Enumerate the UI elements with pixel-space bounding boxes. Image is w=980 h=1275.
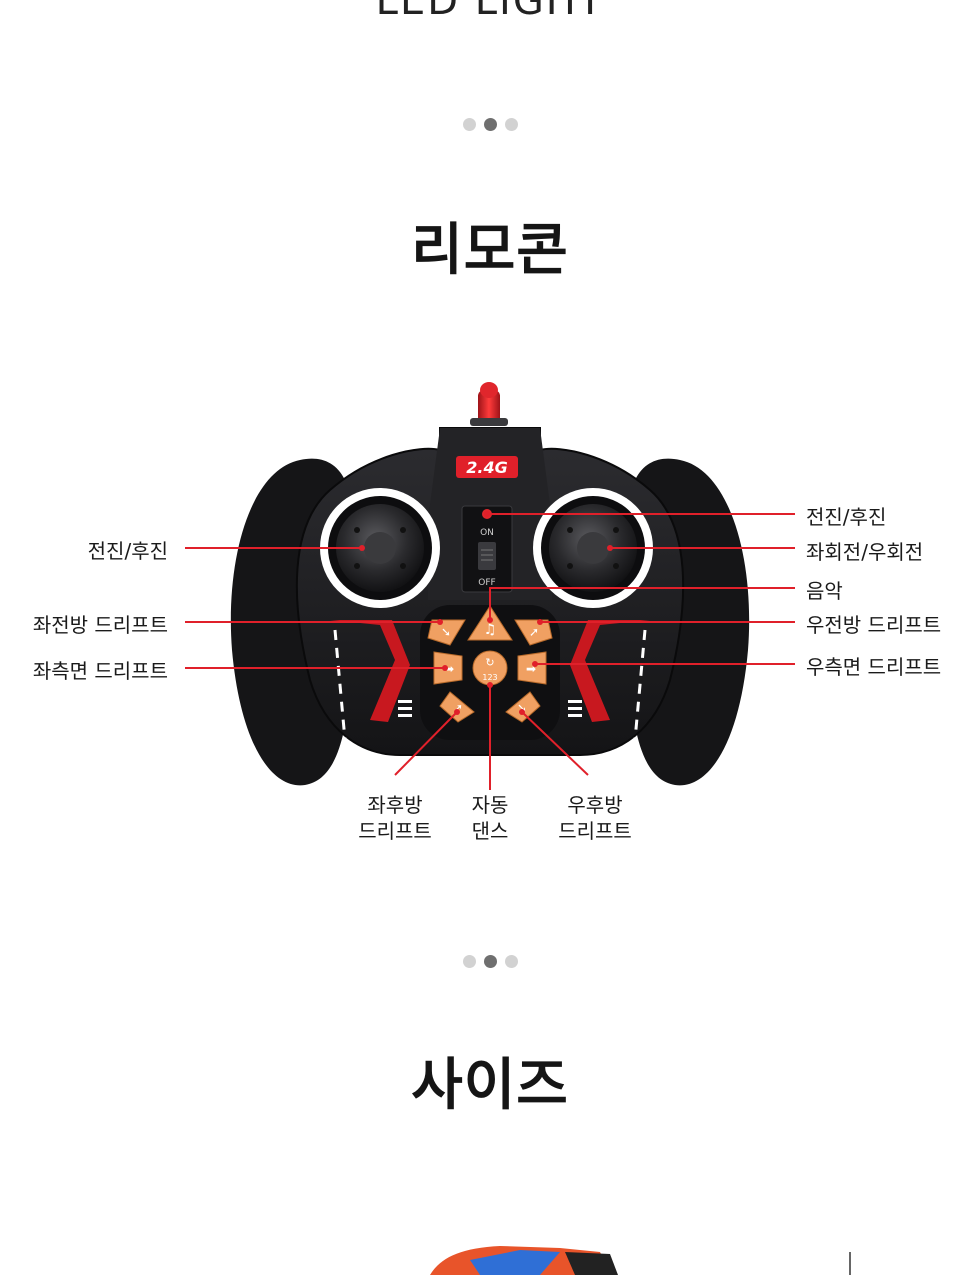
- frequency-badge: 2.4G: [456, 456, 518, 478]
- left-front-drift-button[interactable]: ➘: [427, 619, 466, 646]
- remote-section-title: 리모콘: [411, 218, 569, 283]
- svg-text:➘: ➘: [517, 701, 527, 715]
- carousel-dot[interactable]: [462, 955, 476, 968]
- callout-right-rear-drift: [521, 711, 589, 776]
- switch-slider[interactable]: [478, 542, 496, 570]
- right-joystick[interactable]: [533, 488, 653, 608]
- label-music: 음악: [806, 579, 843, 603]
- carousel-dot-active[interactable]: [483, 118, 497, 131]
- svg-text:➚: ➚: [453, 701, 463, 715]
- auto-dance-button[interactable]: ↻ 123: [472, 650, 508, 686]
- svg-text:↻: ↻: [485, 656, 494, 669]
- label-left-rear-drift: 좌후방 드리프트: [345, 792, 445, 844]
- carousel-dots-bottom: [0, 953, 980, 972]
- label-right-side-drift: 우측면 드리프트: [806, 655, 942, 679]
- label-right-rear-drift-line1: 우후방: [567, 793, 623, 817]
- antenna: [470, 382, 508, 426]
- frequency-badge-text: 2.4G: [466, 458, 507, 477]
- svg-text:➘: ➘: [441, 625, 451, 639]
- right-front-drift-button[interactable]: ➚: [514, 619, 553, 646]
- carousel-dots-top: [0, 116, 980, 135]
- left-joystick[interactable]: [320, 488, 440, 608]
- switch-off-label: OFF: [478, 578, 495, 588]
- size-section-title: 사이즈: [411, 1053, 569, 1118]
- carousel-dot[interactable]: [504, 118, 518, 131]
- label-left-front-drift: 좌전방 드리프트: [32, 613, 168, 637]
- callout-endpoints: [359, 511, 613, 715]
- carousel-dot-active[interactable]: [483, 955, 497, 968]
- label-auto-dance-line2: 댄스: [471, 819, 509, 843]
- auto-dance-button-text: 123: [482, 673, 497, 682]
- carousel-dot[interactable]: [462, 118, 476, 131]
- callout-lines: [185, 513, 795, 790]
- svg-text:♫: ♫: [484, 622, 497, 638]
- previous-section-title: LED LIGHT: [375, 0, 605, 24]
- label-auto-dance-line1: 자동: [471, 793, 509, 817]
- label-left-forward-back: 전진/후진: [87, 539, 168, 563]
- right-rear-drift-button[interactable]: ➘: [505, 691, 541, 723]
- right-side-drift-button[interactable]: ➡: [517, 651, 547, 685]
- power-switch[interactable]: ON OFF: [461, 505, 513, 593]
- label-right-rear-drift: 우후방 드리프트: [545, 792, 645, 844]
- label-right-rear-drift-line2: 드리프트: [558, 819, 632, 843]
- callout-left-rear-drift: [394, 711, 458, 776]
- remote-controller-illustration: 2.4G ON OFF: [185, 382, 795, 790]
- svg-text:➚: ➚: [529, 625, 539, 639]
- callout-music: [489, 587, 795, 620]
- left-rear-drift-button[interactable]: ➚: [439, 691, 475, 723]
- label-right-turn: 좌회전/우회전: [806, 540, 924, 564]
- label-left-rear-drift-line2: 드리프트: [358, 819, 432, 843]
- carousel-dot[interactable]: [504, 955, 518, 968]
- svg-text:➡: ➡: [444, 662, 454, 676]
- label-right-front-drift: 우전방 드리프트: [806, 613, 942, 637]
- label-auto-dance: 자동 댄스: [450, 792, 530, 844]
- label-left-side-drift: 좌측면 드리프트: [32, 659, 168, 683]
- svg-text:➡: ➡: [526, 662, 536, 676]
- label-left-rear-drift-line1: 좌후방: [367, 793, 423, 817]
- switch-on-label: ON: [480, 528, 494, 538]
- label-right-forward-back: 전진/후진: [806, 505, 887, 529]
- decorative-stripes: [330, 620, 650, 741]
